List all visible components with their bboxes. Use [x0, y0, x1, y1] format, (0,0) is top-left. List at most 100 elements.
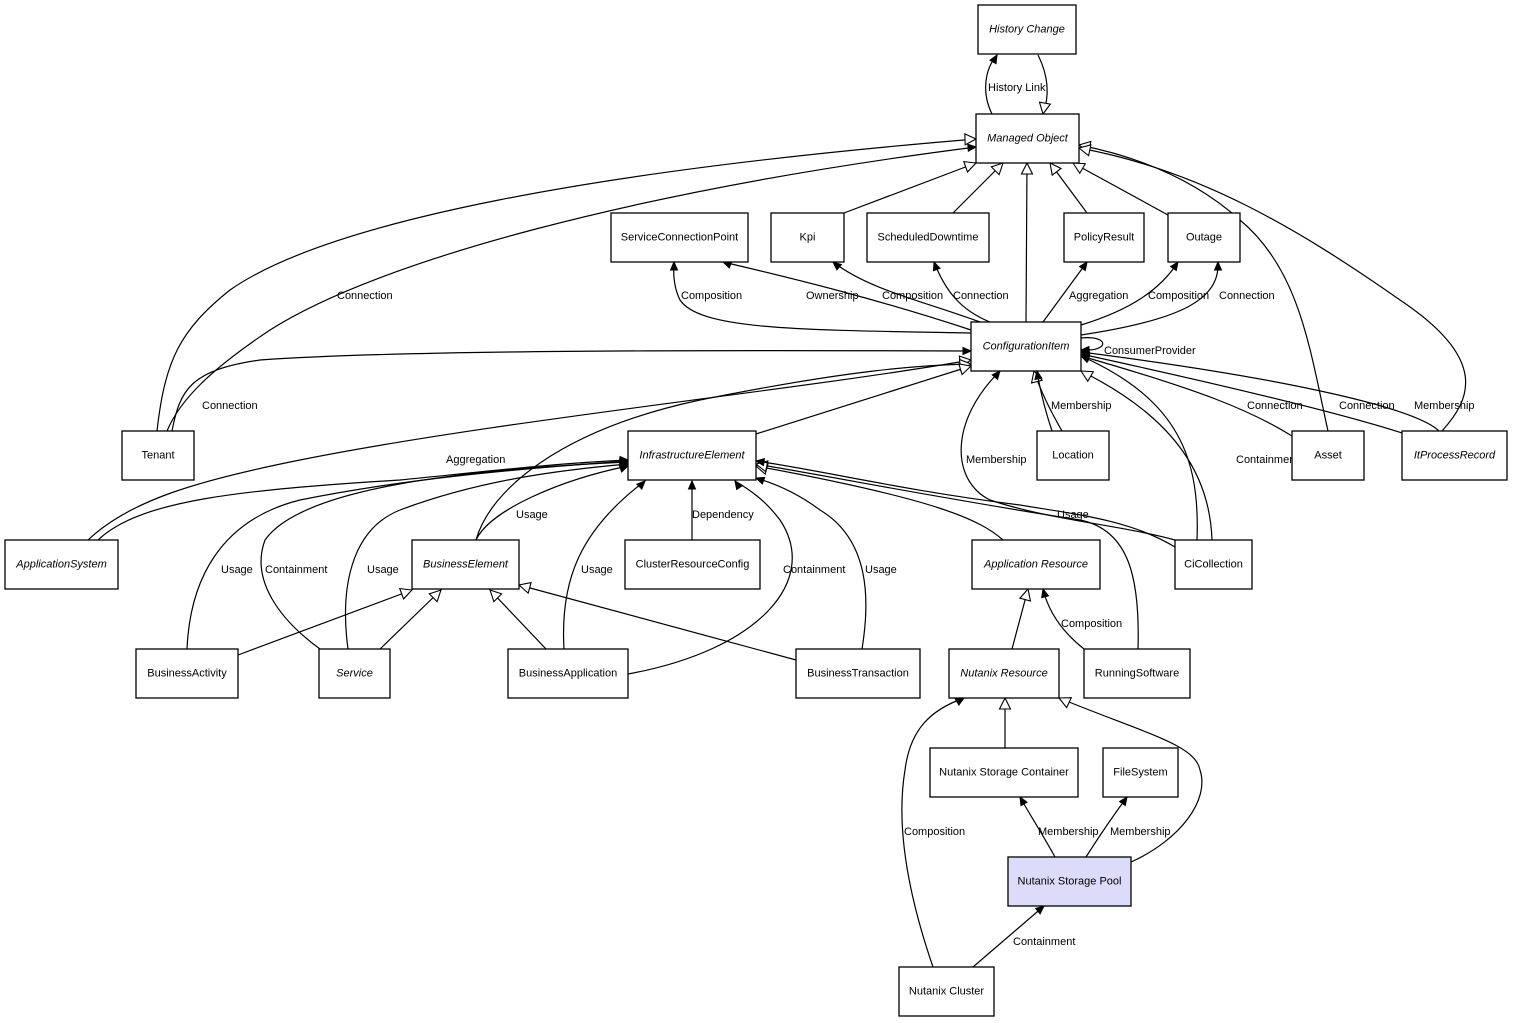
edge-line — [166, 146, 977, 432]
edge-line — [972, 905, 1045, 968]
node-history-change[interactable]: History Change — [977, 4, 1077, 55]
edge-label: Composition — [904, 826, 965, 838]
edge-line — [344, 463, 629, 650]
node-cluster-resource-config[interactable]: ClusterResourceConfig — [624, 539, 761, 590]
edge-nutanix-storage-pool-to-nutanix-resource — [1057, 697, 1203, 863]
node-label: Managed Object — [987, 132, 1069, 144]
edge-tenant-to-configuration-item — [171, 346, 973, 432]
edge-cluster-resource-config-to-infrastructure-element — [687, 479, 697, 540]
edge-line — [1078, 147, 1467, 432]
node-business-element[interactable]: BusinessElement — [411, 539, 520, 590]
edge-service-to-business-element — [379, 589, 442, 650]
node-nutanix-storage-pool[interactable]: Nutanix Storage Pool — [1007, 856, 1132, 907]
edge-line — [960, 370, 1176, 541]
node-nutanix-cluster[interactable]: Nutanix Cluster — [898, 966, 995, 1017]
node-box — [318, 648, 391, 699]
edge-label: Connection — [1219, 290, 1275, 302]
edge-kpi-to-managed-object — [843, 160, 978, 214]
edge-line — [1080, 351, 1441, 433]
node-policy-result[interactable]: PolicyResult — [1063, 212, 1145, 263]
association-arrowhead-icon — [687, 479, 697, 490]
node-asset[interactable]: Asset — [1291, 430, 1365, 481]
edge-label: Connection — [202, 400, 258, 412]
association-arrowhead-icon — [1079, 348, 1090, 358]
node-nutanix-resource[interactable]: Nutanix Resource — [948, 648, 1060, 699]
node-label: Application Resource — [983, 558, 1088, 570]
edge-label: Usage — [516, 509, 548, 521]
node-label: Asset — [1314, 449, 1342, 461]
edge-label: ConsumerProvider — [1104, 345, 1196, 357]
edge-label: Aggregation — [446, 454, 505, 466]
edge-line — [1058, 697, 1203, 863]
edge-it-process-record-to-configuration-item — [1079, 348, 1441, 433]
node-kpi[interactable]: Kpi — [770, 212, 845, 263]
association-arrowhead-icon — [1019, 795, 1028, 807]
node-application-system[interactable]: ApplicationSystem — [4, 539, 119, 590]
edge-tenant-to-managed-object — [156, 133, 978, 432]
node-nutanix-storage-container[interactable]: Nutanix Storage Container — [929, 747, 1079, 798]
node-label: ItProcessRecord — [1414, 449, 1496, 461]
association-arrowhead-icon — [962, 346, 973, 356]
edge-business-transaction-to-infrastructure-element — [754, 476, 867, 650]
node-box — [624, 539, 761, 590]
association-arrowhead-icon — [1041, 587, 1050, 599]
node-service-connection-point[interactable]: ServiceConnectionPoint — [610, 212, 749, 263]
node-file-system[interactable]: FileSystem — [1102, 747, 1179, 798]
node-running-software[interactable]: RunningSoftware — [1083, 648, 1191, 699]
edge-configuration-item-to-outage — [1080, 260, 1179, 326]
edge-business-transaction-to-business-element — [517, 581, 797, 661]
node-box — [929, 747, 1079, 798]
node-label: Outage — [1186, 231, 1222, 243]
node-location[interactable]: Location — [1036, 430, 1110, 481]
edge-nutanix-storage-container-to-nutanix-resource — [998, 696, 1012, 748]
edge-line — [1080, 261, 1219, 336]
node-box — [1102, 747, 1179, 798]
node-application-resource[interactable]: Application Resource — [971, 539, 1101, 590]
node-scheduled-downtime[interactable]: ScheduledDowntime — [866, 212, 990, 263]
edge-infrastructure-element-to-configuration-item — [755, 363, 973, 435]
edge-line — [87, 359, 972, 541]
edge-line — [237, 589, 413, 656]
edge-line — [1078, 144, 1329, 432]
edges-layer — [87, 53, 1467, 968]
node-it-process-record[interactable]: ItProcessRecord — [1401, 430, 1508, 481]
node-managed-object[interactable]: Managed Object — [975, 113, 1080, 164]
node-box — [1291, 430, 1365, 481]
node-business-activity[interactable]: BusinessActivity — [135, 648, 239, 699]
edge-managed-object-to-history-change — [985, 53, 998, 115]
node-box — [898, 966, 995, 1017]
edge-location-to-configuration-item — [1034, 369, 1053, 432]
edge-line — [627, 480, 793, 675]
node-business-application[interactable]: BusinessApplication — [507, 648, 629, 699]
association-arrowhead-icon — [754, 457, 766, 467]
node-box — [970, 321, 1082, 372]
node-box — [1401, 430, 1508, 481]
node-label: Tenant — [141, 449, 174, 461]
node-infrastructure-element[interactable]: InfrastructureElement — [627, 430, 757, 481]
association-arrowhead-icon — [635, 480, 646, 491]
edge-label: Usage — [1057, 509, 1089, 521]
node-box — [866, 212, 990, 263]
node-label: History Change — [989, 23, 1065, 35]
node-label: Location — [1052, 449, 1094, 461]
edge-line — [832, 261, 981, 323]
node-service[interactable]: Service — [318, 648, 391, 699]
node-tenant[interactable]: Tenant — [121, 430, 195, 481]
node-ci-collection[interactable]: CiCollection — [1174, 539, 1253, 590]
edge-label: Aggregation — [1069, 290, 1128, 302]
node-configuration-item[interactable]: ConfigurationItem — [970, 321, 1082, 372]
node-box — [770, 212, 845, 263]
edge-business-application-to-infrastructure-element — [627, 479, 793, 675]
edge-configuration-item-to-service-connection-point — [669, 260, 972, 334]
edge-configuration-item-to-outage — [1080, 260, 1223, 336]
edge-line — [1080, 370, 1213, 541]
edge-running-software-to-infrastructure-element — [754, 460, 1139, 650]
association-arrowhead-icon — [967, 143, 978, 152]
node-business-transaction[interactable]: BusinessTransaction — [795, 648, 921, 699]
node-label: BusinessActivity — [147, 667, 227, 679]
edge-label: Membership — [1110, 826, 1171, 838]
node-outage[interactable]: Outage — [1167, 212, 1241, 263]
node-label: Nutanix Resource — [960, 667, 1047, 679]
association-arrowhead-icon — [832, 261, 843, 271]
